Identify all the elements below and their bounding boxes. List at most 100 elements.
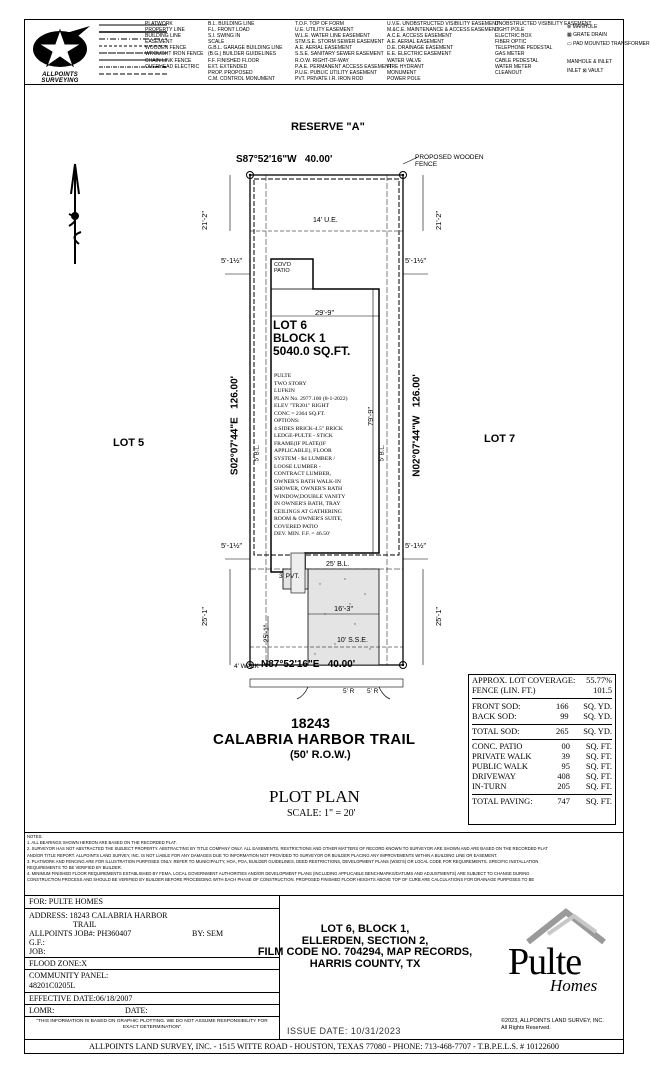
grate-drain-icon: ▦ (567, 32, 574, 39)
address-field-2: TRAIL (73, 920, 97, 929)
issue-date: ISSUE DATE: 10/31/2023 (287, 1026, 401, 1036)
legend-item: P.U.E. PUBLIC UTILITY EASEMENT (295, 69, 378, 76)
job-number-field: ALLPOINTS JOB#: PH360407 (29, 929, 132, 938)
legend-item: PROP. PROPOSED (208, 69, 253, 76)
lot-7-label: LOT 7 (484, 433, 516, 445)
client-field: FOR: PULTE HOMES (29, 897, 103, 906)
legend-item: M.&C.E. MAINTENANCE & ACCESS EASEMENT (387, 27, 499, 34)
copyright: ©2023, ALLPOINTS LAND SURVEY, INC. All R… (501, 1018, 604, 1031)
legend-item: FIBER OPTIC (495, 39, 527, 46)
brand-tagline: Homes (550, 976, 598, 995)
legend-item: R.O.W. RIGHT-OF-WAY (295, 57, 349, 64)
legend-item: ▦ GRATE DRAIN (567, 32, 607, 39)
legend-item: OVERHEAD ELECTRIC (145, 63, 200, 70)
legend-item: INLET ⊠ VAULT (567, 67, 604, 74)
legend-item: EXT. EXTENDED (208, 63, 248, 70)
legend-item: EASEMENT (145, 39, 173, 46)
legend-col-structures: ⊗ MANHOLE ▦ GRATE DRAIN ▭ PAD MOUNTED TR… (567, 23, 650, 75)
legend-item: PVT. PRIVATE I.R. IRON ROD (295, 75, 364, 82)
plot-plan-title: PLOT PLAN (269, 787, 360, 806)
title-block: FOR: PULTE HOMES ADDRESS: 18243 CALABRIA… (25, 895, 623, 1040)
front-bl-label: 25' B.L. (326, 561, 350, 568)
legend-item: B.L. BUILDING LINE (208, 21, 255, 27)
vault-icon: ⊠ (582, 67, 589, 74)
logo-text: ALLPOINTS SURVEYING (41, 72, 79, 84)
legend-item: A.E. AERIAL EASEMENT (295, 45, 353, 52)
left-top-setback: 21'-2" (200, 210, 210, 231)
north-arrow-icon (68, 163, 82, 264)
legend-item: PLATWORK (145, 21, 173, 27)
street-name: CALABRIA HARBOR TRAIL (213, 731, 416, 748)
lot-coverage-row: APPROX. LOT COVERAGE:55.77% (472, 676, 612, 685)
curb-radius-label: 5' R (367, 688, 379, 695)
legend-item: A.C.E. ACCESS EASEMENT (387, 33, 453, 40)
company-footer: ALLPOINTS LAND SURVEY, INC. - 1515 WITTE… (25, 1039, 623, 1054)
effective-date-field: EFFECTIVE DATE:06/18/2007 (29, 994, 133, 1003)
private-walk (290, 552, 306, 594)
front-setback-dim: 25'-1" (263, 624, 271, 643)
legend-item: (B.G.) BUILDER GUIDELINES (208, 51, 277, 58)
legend-item: FIRE HYDRANT (387, 63, 424, 70)
community-panel-label: COMMUNITY PANEL: (29, 971, 109, 980)
legend-item: S.S.E. SANITARY SEWER EASEMENT (295, 51, 384, 58)
flood-zone-field: FLOOD ZONE:X (29, 959, 87, 968)
plot-plan-sheet: ALLPOINTS SURVEYING PLATWORK PROPERTY LI… (24, 19, 650, 1054)
row-label: (50' R.O.W.) (290, 749, 351, 761)
job-field: JOB: (29, 947, 46, 956)
legend-item: TELEPHONE PEDESTAL (495, 45, 553, 52)
private-walk-label: 3' PVT. (279, 573, 300, 580)
legend-item: C.M. CONTROL MONUMENT (208, 75, 276, 82)
manhole-icon: ⊗ (567, 24, 573, 30)
legend-item: U.E. UTILITY EASEMENT (295, 27, 354, 34)
lot-number: LOT 6 (273, 318, 308, 332)
quantities-table: APPROX. LOT COVERAGE:55.77% FENCE (LIN. … (468, 674, 616, 825)
legend-item: STM.S.E. STORM SEWER EASEMENT (295, 39, 385, 46)
lot-5-label: LOT 5 (113, 437, 145, 449)
drawn-by-field: BY: SEM (192, 929, 224, 938)
legend-item: MONUMENT (387, 69, 417, 76)
fence-row: FENCE (LIN. FT.)101.5 (472, 686, 612, 699)
public-walk (249, 678, 404, 688)
driveway-width-dim: 16'-3" (334, 604, 354, 613)
lomr-field: LOMR: (29, 1006, 55, 1015)
side-setback-label: 5'-1½" (405, 541, 427, 550)
driveway (307, 568, 380, 666)
legend-item: WOODEN FENCE (145, 45, 187, 52)
top-boundary-bearing: S87°52'16"W 40.00' (236, 154, 333, 165)
roof-mark-icon (526, 908, 606, 945)
legend-item: CHAIN LINK FENCE (145, 57, 192, 64)
address-number: 18243 (291, 715, 330, 731)
legend-item: GAS METER (495, 51, 525, 58)
legend-item: LIGHT POLE (495, 27, 525, 34)
legend-item: POWER POLE (387, 75, 421, 82)
legend-item: T.O.F. TOP OF FORM (295, 21, 344, 27)
flood-disclaimer: "THIS INFORMATION IS BASED ON GRAPHIC PL… (36, 1019, 268, 1030)
legend-item: D.E. DRAINAGE EASEMENT (387, 45, 454, 52)
lot-area: 5040.0 SQ.FT. (273, 344, 351, 358)
gf-field: G.F.: (29, 938, 45, 947)
monument-icon (246, 171, 407, 669)
side-setback-label: 5'-1½" (221, 541, 243, 550)
house-depth-dim: 79'-9" (366, 406, 376, 427)
legend-item: SCALE (208, 39, 225, 46)
legend-col-abbrev-1: B.L. BUILDING LINE F.L. FRONT LOAD S.I. … (208, 21, 282, 82)
walk-label: 4' WALK (234, 663, 259, 670)
sse-label: 10' S.S.E. (337, 637, 368, 644)
left-boundary-bearing: S02°07'44"E 126.00' (229, 375, 241, 476)
side-setback-label: 5'-1½" (405, 256, 427, 265)
right-boundary-bearing: N02°07'44"W 126.00' (411, 374, 423, 477)
legend-col-linetypes: PLATWORK PROPERTY LINE BUILDING LINE EAS… (145, 21, 204, 70)
front-setback-dim: 25'-1" (200, 606, 210, 627)
job-info: FOR: PULTE HOMES ADDRESS: 18243 CALABRIA… (25, 896, 280, 1040)
legend-item: WATER VALVE (387, 57, 422, 64)
address-field: ADDRESS: 18243 CALABRIA HARBOR (29, 911, 168, 920)
scale-label: SCALE: 1" = 20' (287, 808, 356, 819)
